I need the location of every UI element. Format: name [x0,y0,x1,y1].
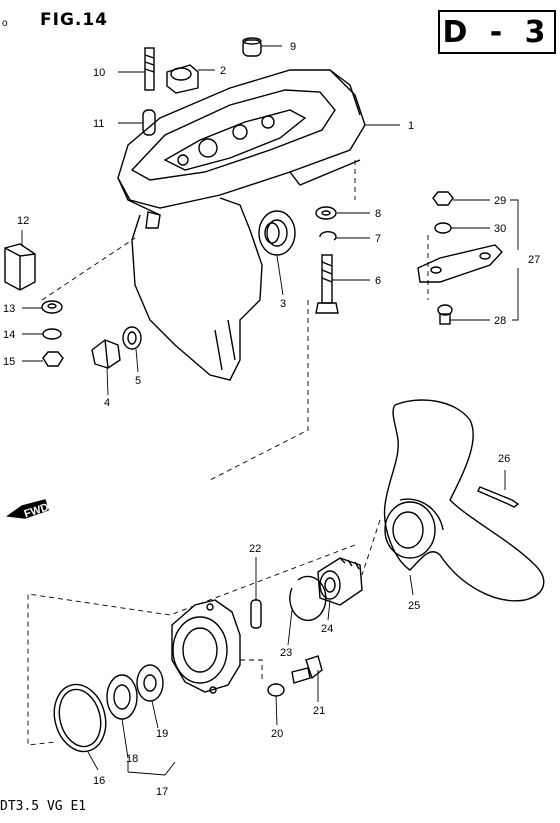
part-14-spring-washer [42,328,62,340]
callout-6: 6 [375,275,381,287]
part-15-nut [42,351,64,367]
section-code-box: D - 3 [438,10,556,54]
callout-30: 30 [494,223,506,235]
callout-12: 12 [17,215,29,227]
callout-1: 1 [408,120,414,132]
part-30-washer [434,222,452,234]
part-18-oil-seal [106,674,138,720]
callout-9: 9 [290,41,296,53]
model-code: DT3.5 VG E1 [0,799,87,814]
callout-20: 20 [271,728,283,740]
callout-14: 14 [3,329,15,341]
part-25-propeller [383,399,545,602]
part-29-nut [432,191,454,206]
callout-7: 7 [375,233,381,245]
callout-23: 23 [280,647,292,659]
callout-11: 11 [93,118,104,130]
callout-17: 17 [156,786,168,798]
callout-28: 28 [494,315,506,327]
part-4-drain-plug [91,339,121,369]
corner-mark: o [2,18,8,29]
assembly-guide-lines [27,160,429,746]
callout-21: 21 [313,705,325,717]
callout-2: 2 [220,65,226,77]
callout-18: 18 [126,753,138,765]
part-22-pin [250,599,262,629]
part-16-o-ring [53,683,107,753]
callout-29: 29 [494,195,506,207]
part-5-gasket [122,326,142,350]
part-8-washer [315,206,337,220]
part-11-dowel-pin [142,109,156,136]
callout-8: 8 [375,208,381,220]
callout-5: 5 [135,375,141,387]
part-gear-case-lower [131,197,263,381]
callout-19: 19 [156,728,168,740]
callout-22: 22 [249,543,261,555]
part-1-gear-case-head [117,69,366,216]
leader-lines [21,45,519,776]
part-2-bearing [166,64,199,94]
part-3-ball-bearing [258,210,296,256]
callout-4: 4 [104,397,110,409]
part-bearing-housing [171,599,241,694]
part-28-screw [437,304,453,325]
callout-10: 10 [93,67,105,79]
callout-24: 24 [321,623,333,635]
fwd-arrow-icon [6,499,49,519]
figure-label: FIG.14 [40,10,109,30]
callout-27: 27 [528,254,540,266]
part-20-washer [267,683,285,697]
callout-16: 16 [93,775,105,787]
callout-26: 26 [498,453,510,465]
part-19-bearing [136,664,164,702]
part-13-washer [41,300,63,314]
part-10-stud [144,47,155,91]
callout-15: 15 [3,356,15,368]
part-7-spring-washer [319,231,337,241]
part-23-circlip [289,575,327,622]
part-12-anode [4,243,36,291]
part-21-bolt [291,655,323,684]
callout-3: 3 [280,298,286,310]
part-27-plate [417,244,503,283]
part-26-cotter-pin [477,486,520,508]
section-code: D - 3 [442,14,552,50]
part-24-prop-bushing [317,557,363,606]
part-6-bolt [315,254,339,314]
callout-25: 25 [408,600,420,612]
callout-13: 13 [3,303,15,315]
part-9-plug [242,37,262,57]
